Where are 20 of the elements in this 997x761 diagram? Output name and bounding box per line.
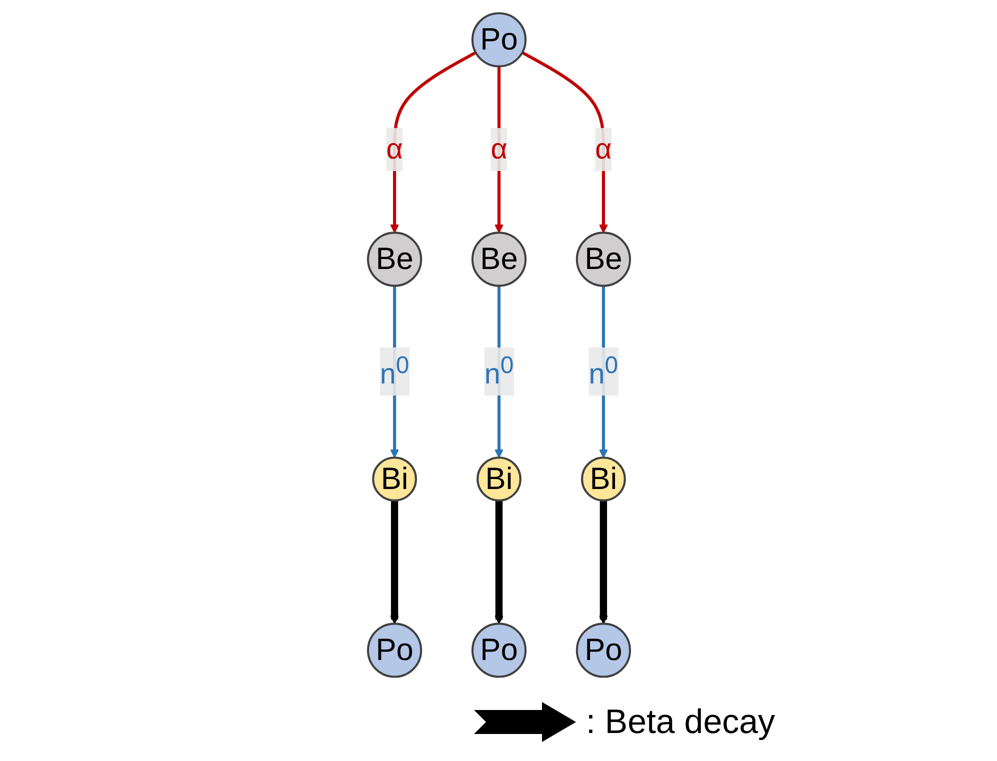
arrow — [598, 500, 608, 624]
node-circle: Po — [470, 12, 526, 68]
node-circle: Po — [366, 622, 422, 678]
edge-label: α — [490, 133, 507, 165]
arrow — [390, 500, 399, 624]
arrow — [494, 500, 504, 624]
node-circle: Be — [366, 232, 422, 287]
edge-label: α — [594, 133, 612, 165]
legend-text: : Beta decay — [586, 702, 776, 742]
node-circle: Bi — [372, 456, 416, 502]
edge-label: n$^{0}$ — [484, 352, 514, 390]
node-circle: Be — [470, 232, 526, 287]
node-circle: Be — [575, 232, 631, 287]
edge-label: n$^{0}$ — [379, 352, 409, 390]
node-circle: Po — [470, 622, 526, 678]
node-circle: Bi — [476, 456, 521, 502]
node-circle: Po — [575, 622, 631, 678]
node-circle: Bi — [580, 456, 626, 502]
edge-label: α — [386, 133, 402, 165]
edge-label: n$^{0}$ — [588, 352, 618, 390]
